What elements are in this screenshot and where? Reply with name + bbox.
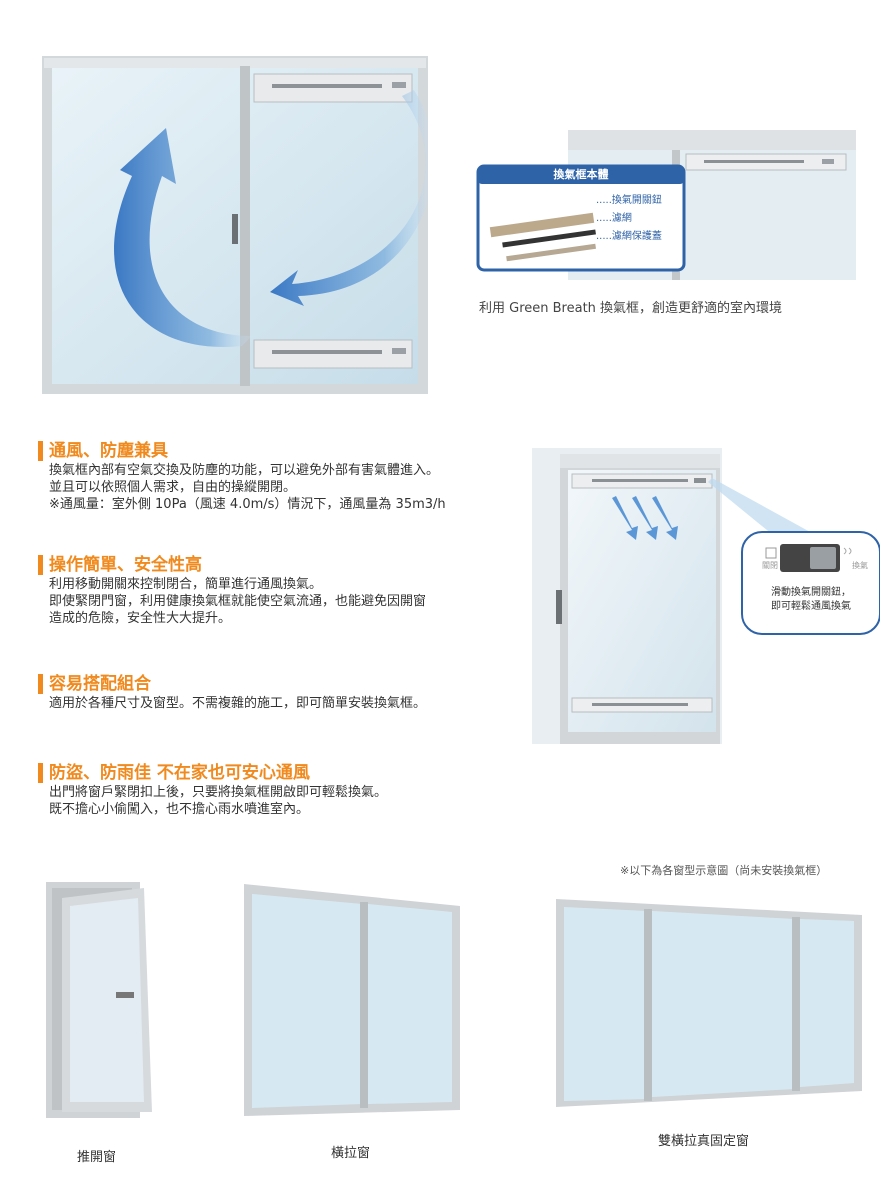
detail-item-switch: .....換氣開關鈕 bbox=[596, 195, 662, 206]
feature-line: 出門將窗戶緊閉扣上後，只要將換氣框開啟即可輕鬆換氣。 bbox=[49, 785, 388, 800]
feature-line: ※通風量：室外側 10Pa（風速 4.0m/s）情況下，通風量為 35m3/h bbox=[49, 497, 446, 512]
feature-section-security: 防盜、防雨佳 不在家也可安心通風 出門將窗戶緊閉扣上後，只要將換氣框開啟即可輕鬆… bbox=[38, 763, 538, 818]
vent-frame-detail-image bbox=[476, 130, 856, 280]
detail-callout-title: 換氣框本體 bbox=[553, 168, 609, 181]
feature-title: 通風、防塵兼具 bbox=[38, 441, 538, 461]
feature-title: 防盜、防雨佳 不在家也可安心通風 bbox=[38, 763, 538, 783]
switch-text-line2: 即可輕鬆通風換氣 bbox=[771, 601, 851, 612]
switch-label-vent: 換氣 bbox=[852, 561, 868, 570]
window-type-casement-label: 推開窗 bbox=[77, 1150, 117, 1165]
hero-window-airflow-image bbox=[42, 56, 428, 394]
casement-window-image bbox=[46, 882, 152, 1118]
switch-text-line1: 滑動換氣開關鈕， bbox=[771, 587, 851, 598]
double-sliding-fixed-window-image bbox=[556, 899, 862, 1107]
feature-line: 即使緊閉門窗，利用健康換氣框就能使空氣流通，也能避免因開窗 bbox=[49, 594, 427, 609]
window-type-double-sliding-label: 雙橫拉真固定窗 bbox=[658, 1134, 750, 1149]
detail-item-filter: .....濾網 bbox=[596, 213, 632, 224]
feature-section-safety: 操作簡單、安全性高 利用移動開關來控制閉合，簡單進行通風換氣。 即使緊閉門窗，利… bbox=[38, 555, 538, 627]
window-types-note: ※以下為各窗型示意圖（尚未安裝換氣框） bbox=[620, 864, 828, 877]
switch-window-image bbox=[532, 448, 880, 744]
feature-title: 容易搭配組合 bbox=[38, 674, 538, 694]
feature-line: 適用於各種尺寸及窗型。不需複雜的施工，即可簡單安裝換氣框。 bbox=[49, 696, 427, 711]
feature-section-ventilation: 通風、防塵兼具 換氣框內部有空氣交換及防塵的功能，可以避免外部有害氣體進入。 並… bbox=[38, 441, 538, 513]
detail-item-cover: .....濾網保護蓋 bbox=[596, 231, 662, 242]
feature-line: 並且可以依照個人需求，自由的操縱開閉。 bbox=[49, 480, 297, 495]
sliding-window-image bbox=[244, 884, 460, 1116]
caption-top: 利用 Green Breath 換氣框，創造更舒適的室內環境 bbox=[479, 301, 783, 316]
feature-section-compatibility: 容易搭配組合 適用於各種尺寸及窗型。不需複雜的施工，即可簡單安裝換氣框。 bbox=[38, 674, 538, 712]
feature-line: 利用移動開關來控制閉合，簡單進行通風換氣。 bbox=[49, 577, 323, 592]
switch-label-close: 關閉 bbox=[762, 561, 778, 570]
feature-line: 造成的危險，安全性大大提升。 bbox=[49, 611, 232, 626]
feature-line: 既不擔心小偷闖入，也不擔心雨水噴進室內。 bbox=[49, 802, 310, 817]
feature-line: 換氣框內部有空氣交換及防塵的功能，可以避免外部有害氣體進入。 bbox=[49, 463, 440, 478]
window-type-sliding-label: 橫拉窗 bbox=[331, 1146, 371, 1161]
feature-title: 操作簡單、安全性高 bbox=[38, 555, 538, 575]
